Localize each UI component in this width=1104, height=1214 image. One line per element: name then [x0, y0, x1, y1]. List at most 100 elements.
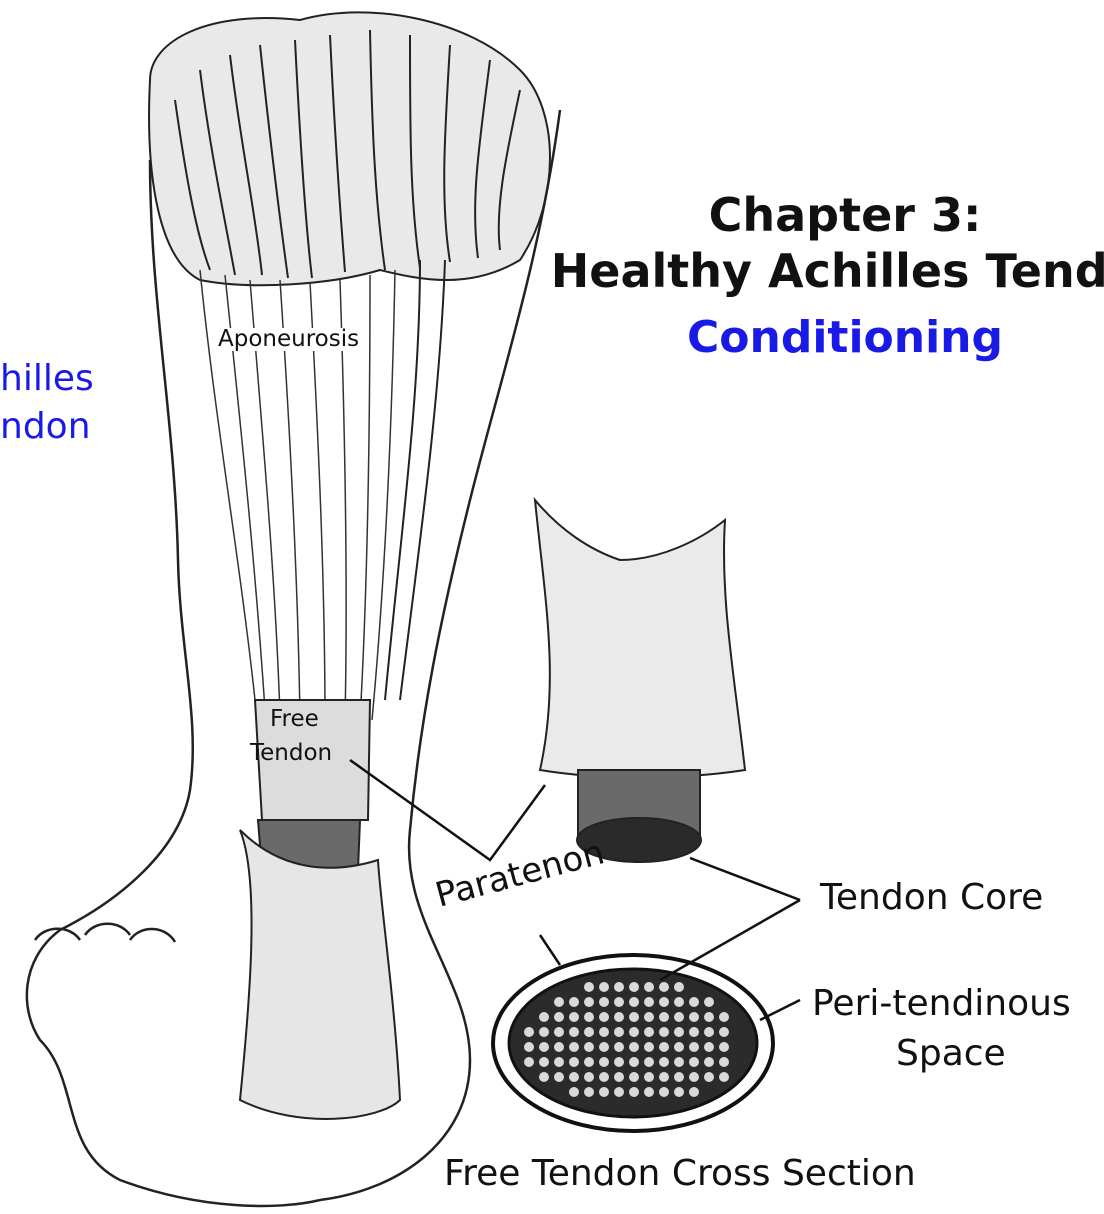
fiber-bundle-dot	[674, 1012, 684, 1022]
fiber-bundle-dot	[539, 1012, 549, 1022]
fiber-bundle-dot	[674, 1042, 684, 1052]
fiber-bundle-dot	[674, 1027, 684, 1037]
fiber-bundle-dot	[629, 1057, 639, 1067]
fiber-bundle-dot	[704, 1042, 714, 1052]
fiber-bundle-dot	[584, 1057, 594, 1067]
fiber-bundle-dot	[569, 1057, 579, 1067]
tendon-core-label: Tendon Core	[820, 880, 1043, 916]
fiber-bundle-dot	[554, 1012, 564, 1022]
fiber-bundle-dot	[644, 1057, 654, 1067]
fiber-bundle-dot	[539, 1027, 549, 1037]
fiber-bundle-dot	[644, 982, 654, 992]
fiber-bundle-dot	[659, 1027, 669, 1037]
fiber-bundle-dot	[644, 1087, 654, 1097]
fiber-bundle-dot	[524, 1057, 534, 1067]
fiber-bundle-dot	[554, 1042, 564, 1052]
fiber-bundle-dot	[599, 997, 609, 1007]
fiber-bundle-dot	[614, 1012, 624, 1022]
fiber-bundle-dot	[569, 1072, 579, 1082]
fiber-bundle-dot	[644, 1072, 654, 1082]
fiber-bundle-dot	[629, 1072, 639, 1082]
fiber-bundle-dot	[659, 1072, 669, 1082]
fiber-bundle-dot	[704, 1057, 714, 1067]
fiber-bundle-dot	[614, 997, 624, 1007]
fiber-bundle-dot	[599, 1027, 609, 1037]
fiber-bundle-dot	[629, 1087, 639, 1097]
side-label-line2: ndon	[0, 404, 91, 450]
chapter-title: Healthy Achilles Tendo	[525, 248, 1104, 294]
fiber-bundle-dot	[659, 1057, 669, 1067]
fiber-bundle-dot	[644, 997, 654, 1007]
peri-tendinous-label-line2: Space	[896, 1036, 1006, 1072]
fiber-bundle-dot	[719, 1012, 729, 1022]
fiber-bundle-dot	[659, 1012, 669, 1022]
fiber-bundle-dot	[689, 1057, 699, 1067]
fiber-bundle-dot	[704, 997, 714, 1007]
fiber-bundle-dot	[614, 1072, 624, 1082]
fiber-bundle-dot	[674, 1087, 684, 1097]
fiber-bundle-dot	[584, 1012, 594, 1022]
fiber-bundle-dot	[524, 1042, 534, 1052]
chapter-heading: Chapter 3:	[525, 192, 1104, 238]
fiber-bundle-dot	[659, 982, 669, 992]
fiber-bundle-dot	[614, 1042, 624, 1052]
peri-tendinous-label-line1: Peri-tendinous	[812, 986, 1071, 1022]
side-label-line1: hilles	[0, 356, 94, 402]
fiber-bundle-dot	[584, 1072, 594, 1082]
cross-section-caption: Free Tendon Cross Section	[444, 1156, 916, 1192]
calf-muscle	[149, 12, 550, 285]
fiber-bundle-dot	[599, 1072, 609, 1082]
fiber-bundle-dot	[614, 1057, 624, 1067]
fiber-bundle-dot	[569, 1087, 579, 1097]
fiber-bundle-dot	[629, 982, 639, 992]
fiber-bundle-dot	[689, 1042, 699, 1052]
fiber-bundle-dot	[659, 997, 669, 1007]
fiber-bundle-dot	[599, 1087, 609, 1097]
fiber-bundle-dot	[719, 1042, 729, 1052]
fiber-bundle-dot	[569, 1027, 579, 1037]
fiber-bundle-dot	[704, 1012, 714, 1022]
paratenon-detail	[535, 500, 745, 862]
fiber-bundle-dot	[719, 1072, 729, 1082]
fiber-bundle-dot	[584, 1027, 594, 1037]
fiber-bundle-dot	[704, 1027, 714, 1037]
fiber-bundle-dot	[689, 1027, 699, 1037]
fiber-bundle-dot	[644, 1027, 654, 1037]
fiber-bundle-dot	[524, 1027, 534, 1037]
free-tendon-label-line2: Tendon	[250, 742, 332, 765]
fiber-bundle-dot	[659, 1042, 669, 1052]
fiber-bundle-dot	[689, 1012, 699, 1022]
fiber-bundle-dot	[629, 1012, 639, 1022]
free-tendon-label-line1: Free	[270, 708, 319, 731]
fiber-bundle-dot	[539, 1057, 549, 1067]
fiber-bundle-dot	[674, 982, 684, 992]
fiber-bundle-dot	[644, 1042, 654, 1052]
fiber-bundle-dot	[689, 1072, 699, 1082]
fiber-bundle-dot	[689, 1087, 699, 1097]
fiber-bundle-dot	[584, 1042, 594, 1052]
fiber-bundle-dot	[599, 982, 609, 992]
fiber-bundle-dot	[719, 1027, 729, 1037]
fiber-bundle-dot	[539, 1072, 549, 1082]
fiber-bundle-dot	[539, 1042, 549, 1052]
fiber-bundle-dot	[644, 1012, 654, 1022]
fiber-bundle-dot	[599, 1012, 609, 1022]
aponeurosis-label: Aponeurosis	[218, 328, 359, 351]
fiber-bundle-dot	[569, 997, 579, 1007]
fiber-bundle-dot	[674, 1057, 684, 1067]
fiber-bundle-dot	[614, 982, 624, 992]
chapter-subtitle: Conditioning	[525, 316, 1104, 360]
fiber-bundle-dot	[569, 1012, 579, 1022]
fiber-bundle-dot	[584, 997, 594, 1007]
fiber-bundle-dot	[584, 982, 594, 992]
fiber-bundle-dot	[674, 1072, 684, 1082]
fiber-bundle-dot	[674, 997, 684, 1007]
fiber-bundle-dot	[614, 1027, 624, 1037]
fiber-bundle-dot	[629, 997, 639, 1007]
fiber-bundle-dot	[719, 1057, 729, 1067]
fiber-bundle-dot	[554, 997, 564, 1007]
fiber-bundle-dot	[584, 1087, 594, 1097]
fiber-bundle-dot	[689, 997, 699, 1007]
fiber-bundle-dot	[659, 1087, 669, 1097]
fiber-bundle-dot	[629, 1042, 639, 1052]
